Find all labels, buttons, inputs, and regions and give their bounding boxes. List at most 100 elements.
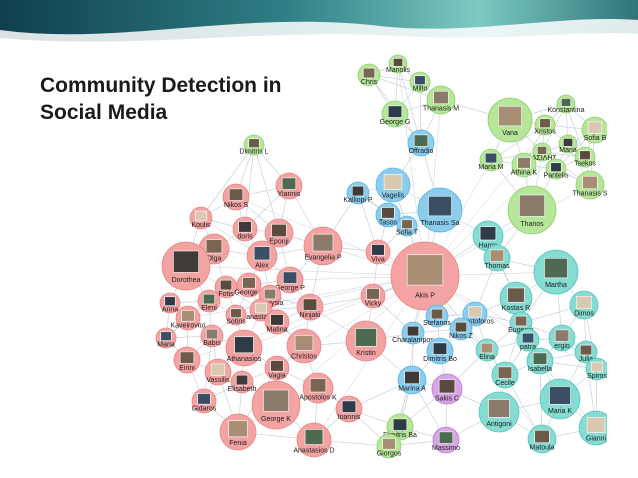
node-label: Akis P <box>415 293 435 300</box>
node-label: Christoforos <box>456 319 494 326</box>
profile-photo <box>228 420 248 438</box>
profile-photo <box>253 246 271 261</box>
profile-photo <box>489 249 505 262</box>
profile-photo <box>550 162 562 172</box>
profile-photo <box>383 174 403 190</box>
node-label: Christos <box>291 353 317 360</box>
node-christos: Christos <box>286 328 322 364</box>
node-label: George L <box>234 290 263 297</box>
profile-photo <box>534 429 550 444</box>
node-label: Milto <box>413 86 428 93</box>
profile-photo <box>517 157 531 169</box>
node-label: Anna <box>162 307 178 314</box>
profile-photo <box>173 250 199 273</box>
node-isabella: Isabella <box>526 347 554 375</box>
node-anastasios-d: Anastasios D <box>293 422 335 458</box>
slide-title: Community Detection in Social Media <box>40 72 340 126</box>
node-matoula: Matoula <box>527 424 557 454</box>
profile-photo <box>549 386 571 405</box>
slide-title-line-1: Community Detection in <box>40 74 282 97</box>
node-thanasis-s: Thanasis S <box>572 170 607 200</box>
node-sofia-t: Sofia T <box>396 215 419 237</box>
node-kristin: Kristin <box>345 320 387 362</box>
node-label: patra <box>520 344 536 351</box>
profile-photo <box>181 310 195 322</box>
node-label: Maria M <box>478 164 503 171</box>
node-vasilis-g: ΒΑΣΙΛΗΣ <box>527 142 558 162</box>
node-viva: Viva <box>365 239 391 265</box>
node-gianni: Gianni <box>578 410 607 446</box>
node-nikos-z: Nikos Z <box>449 317 474 341</box>
profile-photo <box>219 279 233 291</box>
profile-photo <box>263 389 289 412</box>
profile-photo <box>514 315 528 327</box>
profile-photo <box>438 431 454 444</box>
node-label: Eirini <box>179 365 195 372</box>
profile-photo <box>202 293 216 305</box>
node-label: Dimitris Ba <box>383 432 417 439</box>
profile-photo <box>294 335 314 351</box>
node-spiros: Spiros <box>585 357 607 381</box>
node-label: Elisabeth <box>228 386 257 393</box>
node-label: Vagia <box>268 373 285 380</box>
node-label: Tasos <box>379 220 398 227</box>
node-dorothea: Dorothea <box>161 241 211 291</box>
node-anna: Anna <box>159 292 181 314</box>
node-label: Alex <box>255 262 269 269</box>
profile-photo <box>536 146 548 155</box>
node-label: Harris <box>479 242 498 249</box>
profile-photo <box>586 417 606 433</box>
node-label: George P <box>275 285 305 292</box>
node-label: Thanos <box>520 221 544 228</box>
node-vassilis: Vassilis <box>204 358 232 386</box>
profile-photo <box>480 342 494 354</box>
profile-photo <box>271 223 287 238</box>
profile-photo <box>582 175 598 190</box>
node-maria-k: Maria K <box>539 378 581 420</box>
node-label: Yiannis <box>278 191 301 198</box>
node-label: Pantelis <box>544 173 569 180</box>
node-matina: Matina <box>264 309 290 335</box>
edge <box>397 63 422 144</box>
node-massimo: Massimo <box>432 426 460 454</box>
node-gidaros: Gidaros <box>191 388 217 414</box>
node-label: Dimos <box>574 311 594 318</box>
node-label: Antigoni <box>486 421 512 428</box>
profile-photo <box>381 207 395 219</box>
node-label: Thomas <box>484 263 510 270</box>
profile-photo <box>554 329 570 342</box>
node-label: Thanasis Sa <box>421 220 460 227</box>
node-label: Thanasis S <box>572 191 607 198</box>
node-charalampos: Charalampos <box>392 321 434 345</box>
profile-photo <box>404 370 420 385</box>
node-label: Cecile <box>495 380 515 387</box>
node-label: Sotiris <box>226 319 246 326</box>
node-koulis: Koulis <box>189 206 213 230</box>
node-julia: Julia <box>574 340 598 364</box>
node-label: Konstantina <box>548 107 585 114</box>
profile-photo <box>532 352 548 365</box>
profile-photo <box>194 210 208 222</box>
node-dimitris-l: Dimitris L <box>239 134 269 156</box>
node-label: Babis <box>203 340 221 347</box>
profile-photo <box>230 308 242 318</box>
node-ergio: ergio <box>548 324 576 352</box>
profile-photo <box>484 152 498 164</box>
node-label: ΒΑΣΙΛΗΣ <box>527 155 557 162</box>
node-sofia-b: Sofia B <box>581 116 607 144</box>
node-eirini: Eirini <box>173 346 201 374</box>
node-label: Dimitris L <box>239 149 268 156</box>
node-label: Sofia T <box>396 230 419 237</box>
profile-photo <box>576 295 592 310</box>
node-athina-k: Athina K <box>511 152 538 178</box>
node-label: Xristos <box>534 129 556 136</box>
node-label: Koulis <box>191 222 211 229</box>
node-label: Maria K <box>548 408 572 415</box>
node-tsekos: Tsekos <box>574 146 596 168</box>
profile-photo <box>498 105 522 127</box>
node-doris: doris <box>232 216 258 242</box>
profile-photo <box>430 308 444 320</box>
node-label: Sakis C <box>435 395 459 402</box>
